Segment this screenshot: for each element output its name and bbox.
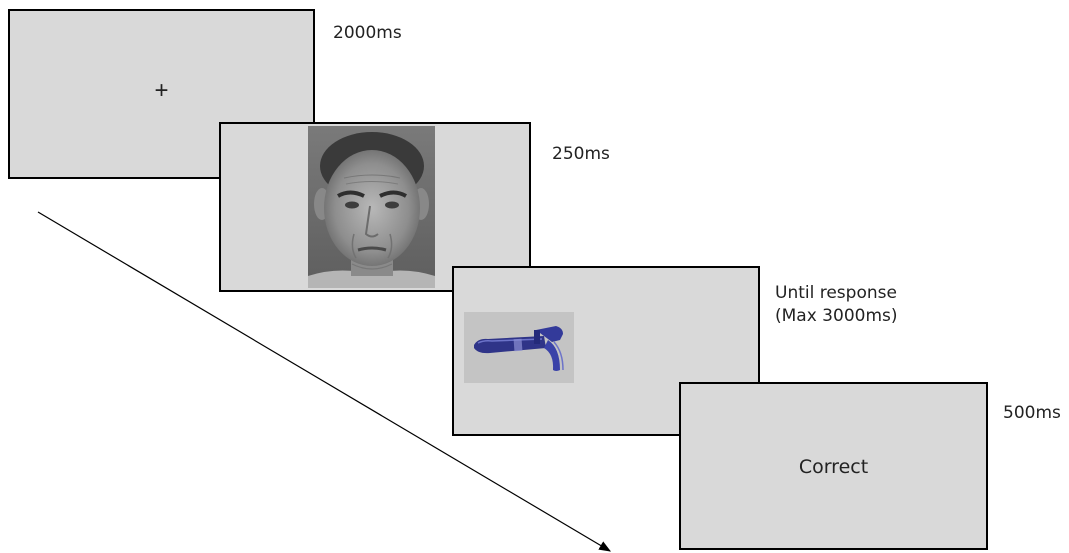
target-duration-label: Until response (775, 282, 897, 305)
feedback-screen: Correct (679, 382, 988, 550)
target-max-duration-label: (Max 3000ms) (775, 305, 898, 328)
fixation-duration-label: 2000ms (333, 22, 402, 45)
face-duration-label: 250ms (552, 143, 610, 166)
feedback-text: Correct (681, 456, 986, 478)
fixation-cross: + (10, 79, 313, 103)
feedback-duration-label: 500ms (1003, 402, 1061, 425)
face-photo (308, 126, 435, 288)
hammer-icon (464, 312, 574, 383)
